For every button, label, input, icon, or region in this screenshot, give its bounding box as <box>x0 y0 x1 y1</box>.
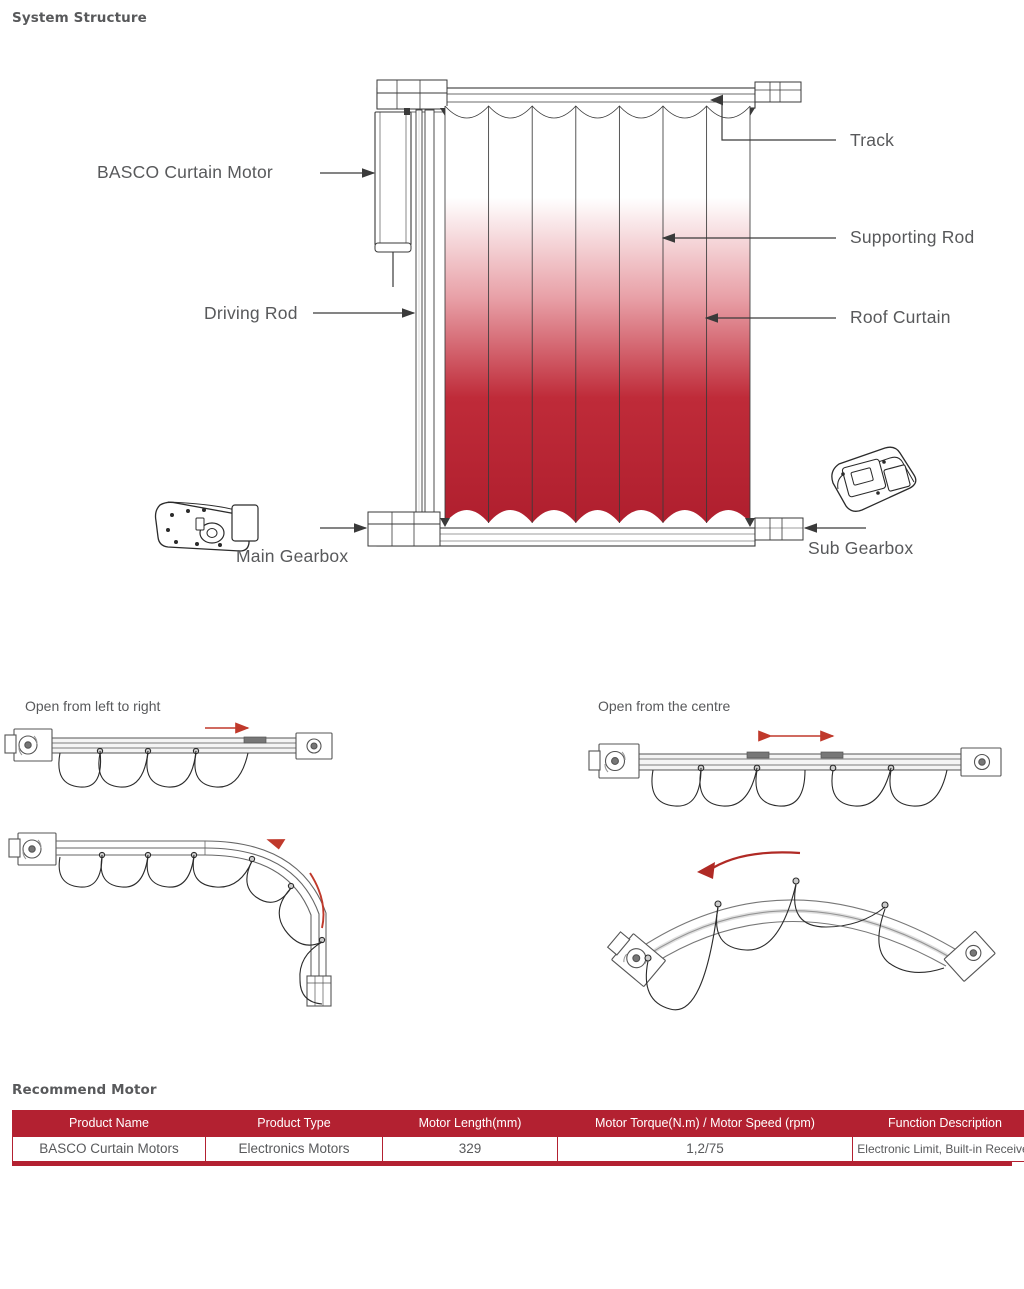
cell-product-name: BASCO Curtain Motors <box>12 1136 206 1162</box>
bent-rail <box>56 840 327 978</box>
motor-head-left <box>4 728 53 762</box>
bottom-track <box>367 511 804 547</box>
master-carrier-left <box>746 751 770 759</box>
motor-head-left <box>606 931 666 987</box>
open-mode-label-from-centre: Open from the centre <box>598 698 731 714</box>
driving-rod <box>415 109 435 529</box>
curtain-motor-body <box>374 108 412 287</box>
leader-track <box>710 94 836 141</box>
curtain-swags <box>651 764 948 807</box>
system-structure-diagram: BASCO Curtain Motor Driving Rod Main Gea… <box>0 0 1024 620</box>
motor-head-left <box>8 832 57 866</box>
col-motor-length: Motor Length(mm) <box>382 1110 558 1137</box>
curved-track-diagram-arched <box>490 840 1024 1025</box>
rotation-arrow-head <box>266 839 286 850</box>
label-sub-gearbox: Sub Gearbox <box>808 538 914 558</box>
label-main-gearbox: Main Gearbox <box>236 546 349 566</box>
end-cap-right <box>960 747 1002 777</box>
label-driving-rod: Driving Rod <box>204 303 298 323</box>
rotation-arrow <box>309 872 325 929</box>
rotation-arrow-head <box>697 862 715 879</box>
leader-lines <box>313 94 866 533</box>
label-roof-curtain: Roof Curtain <box>850 307 951 327</box>
curtain-swags <box>58 851 326 1005</box>
recommend-motor-table: Product Name Product Type Motor Length(m… <box>12 1110 1024 1162</box>
end-cap-right <box>943 930 996 982</box>
col-function-description: Function Description <box>852 1110 1024 1137</box>
col-motor-torque-speed: Motor Torque(N.m) / Motor Speed (rpm) <box>557 1110 853 1137</box>
end-cap-bottom <box>306 975 332 1007</box>
label-track: Track <box>850 130 895 150</box>
main-gearbox-illustration <box>154 501 259 552</box>
table-row: BASCO Curtain Motors Electronics Motors … <box>12 1136 1024 1162</box>
table-header-row: Product Name Product Type Motor Length(m… <box>12 1110 1024 1137</box>
col-product-name: Product Name <box>12 1110 206 1137</box>
open-mode-diagram-left-to-right <box>0 715 360 815</box>
master-carrier <box>243 736 267 744</box>
motor-head-left <box>588 743 640 779</box>
system-structure-title: System Structure <box>12 10 147 26</box>
label-supporting-rod: Supporting Rod <box>850 227 975 247</box>
open-mode-diagram-from-centre <box>585 722 1015 832</box>
curtain-swags <box>58 747 249 788</box>
master-carrier-right <box>820 751 844 759</box>
col-product-type: Product Type <box>205 1110 383 1137</box>
end-cap-right <box>295 732 333 760</box>
system-structure-svg <box>154 79 917 552</box>
rotation-arrow <box>707 851 801 872</box>
curved-track-diagram-bent <box>0 818 370 1023</box>
open-mode-label-left-to-right: Open from left to right <box>25 698 161 714</box>
cell-product-type: Electronics Motors <box>205 1136 383 1162</box>
recommend-motor-table-wrap: Product Name Product Type Motor Length(m… <box>12 1110 1024 1166</box>
sub-gearbox-illustration <box>831 446 917 512</box>
recommend-motor-title: Recommend Motor <box>12 1082 157 1098</box>
label-basco-curtain-motor: BASCO Curtain Motor <box>97 162 273 182</box>
cell-motor-length: 329 <box>382 1136 558 1162</box>
cell-motor-torque-speed: 1,2/75 <box>557 1136 853 1162</box>
cell-function-description: Electronic Limit, Built-in Receiver <box>852 1136 1024 1162</box>
curtain-swags <box>644 877 945 1011</box>
roof-curtain <box>444 105 751 534</box>
